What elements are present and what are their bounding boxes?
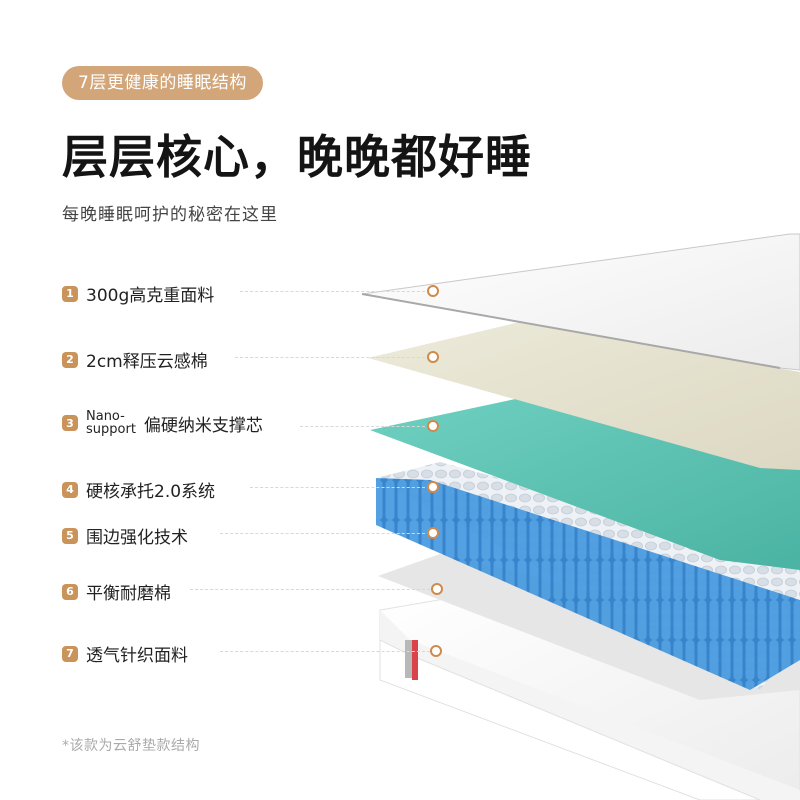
leader-line-5 bbox=[220, 533, 430, 534]
leader-line-1 bbox=[240, 291, 430, 292]
layer-marker-2 bbox=[427, 351, 439, 363]
layer-label-4: 4 硬核承托2.0系统 bbox=[62, 477, 215, 502]
section-tag: 7层更健康的睡眠结构 bbox=[62, 66, 263, 100]
layer-name: 300g高克重面料 bbox=[86, 286, 215, 306]
layer-marker-7 bbox=[430, 645, 442, 657]
layer-label-2: 2 2cm释压云感棉 bbox=[62, 347, 208, 372]
layer-label-7: 7 透气针织面料 bbox=[62, 641, 188, 666]
layer-name: 围边强化技术 bbox=[86, 528, 188, 548]
layer-name: 偏硬纳米支撑芯 bbox=[143, 415, 263, 436]
layer-7-base bbox=[379, 597, 800, 800]
layer-marker-6 bbox=[431, 583, 443, 595]
page-subtitle: 每晚睡眠呵护的秘密在这里 bbox=[62, 205, 278, 225]
leader-line-3 bbox=[300, 426, 430, 427]
number-badge-3: 3 bbox=[62, 415, 78, 431]
number-badge-1: 1 bbox=[62, 285, 78, 302]
layer-label-3: 3 Nano- support 偏硬纳米支撑芯 bbox=[62, 410, 263, 436]
layer-name: 透气针织面料 bbox=[86, 646, 188, 666]
leader-line-7 bbox=[220, 651, 430, 652]
number-badge-2: 2 bbox=[62, 351, 78, 368]
layer-label-1: 1 300g高克重面料 bbox=[62, 281, 214, 306]
leader-line-2 bbox=[235, 357, 430, 358]
leader-line-4 bbox=[250, 487, 430, 488]
layer-label-5: 5 围边强化技术 bbox=[62, 523, 188, 548]
layer-2 bbox=[368, 322, 800, 470]
number-badge-6: 6 bbox=[62, 583, 78, 600]
layer-marker-1 bbox=[427, 285, 439, 297]
number-badge-4: 4 bbox=[62, 481, 78, 498]
layer-marker-5 bbox=[427, 527, 439, 539]
layer-1 bbox=[361, 233, 800, 371]
page-title: 层层核心，晚晚都好睡 bbox=[62, 130, 532, 184]
number-badge-7: 7 bbox=[62, 645, 78, 662]
footnote: *该款为云舒垫款结构 bbox=[62, 738, 200, 754]
layer-4-5-springs bbox=[376, 462, 800, 690]
layer-name: 硬核承托2.0系统 bbox=[86, 482, 216, 502]
layer-marker-3 bbox=[427, 420, 439, 432]
number-badge-5: 5 bbox=[62, 527, 78, 544]
nano-support-prefix: Nano- support bbox=[86, 409, 136, 437]
layer-label-6: 6 平衡耐磨棉 bbox=[62, 579, 171, 604]
leader-line-6 bbox=[190, 589, 430, 590]
layer-name: 平衡耐磨棉 bbox=[86, 584, 171, 604]
layer-marker-4 bbox=[427, 481, 439, 493]
layer-name: 2cm释压云感棉 bbox=[86, 352, 208, 372]
